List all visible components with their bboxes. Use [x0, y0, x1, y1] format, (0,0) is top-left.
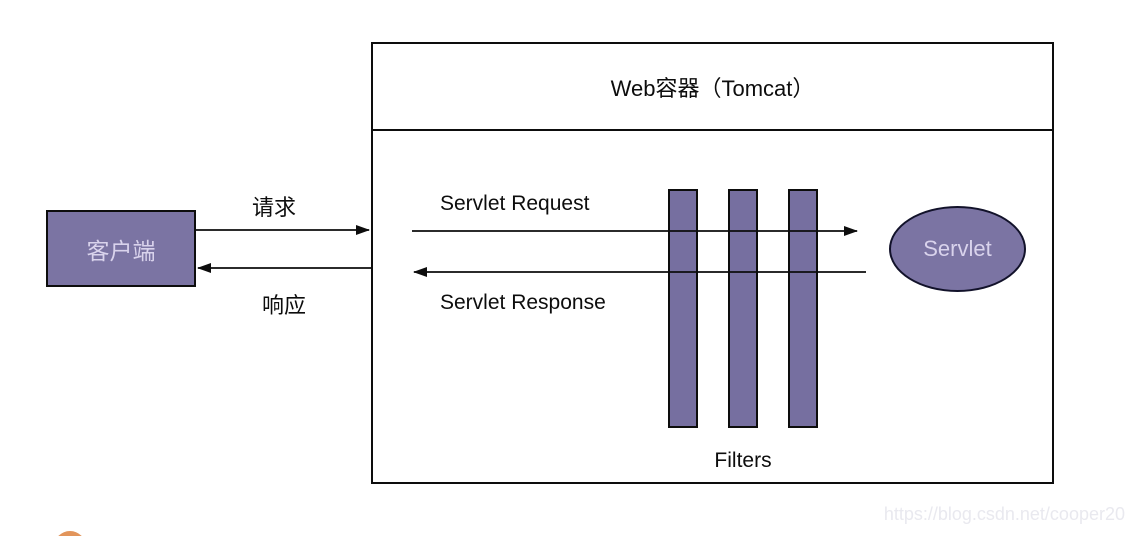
filter-bar-3 — [788, 189, 818, 428]
csdn-logo-dot — [54, 531, 86, 536]
watermark-url: https://blog.csdn.net/cooper20 — [883, 504, 1125, 524]
servlet-label: Servlet — [923, 236, 992, 261]
request-label: 请求 — [252, 195, 297, 220]
servlet-ellipse: Servlet — [889, 206, 1026, 292]
filter-bar-2 — [728, 189, 758, 428]
servlet-response-label: Servlet Response — [440, 291, 606, 314]
client-label: 客户端 — [86, 237, 156, 264]
filter-bar-1 — [668, 189, 698, 428]
client-box: 客户端 — [46, 210, 196, 287]
web-container-title: Web容器（Tomcat） — [373, 44, 1052, 131]
filters-label: Filters — [714, 449, 772, 472]
response-label: 响应 — [262, 293, 307, 318]
servlet-request-label: Servlet Request — [440, 192, 590, 215]
